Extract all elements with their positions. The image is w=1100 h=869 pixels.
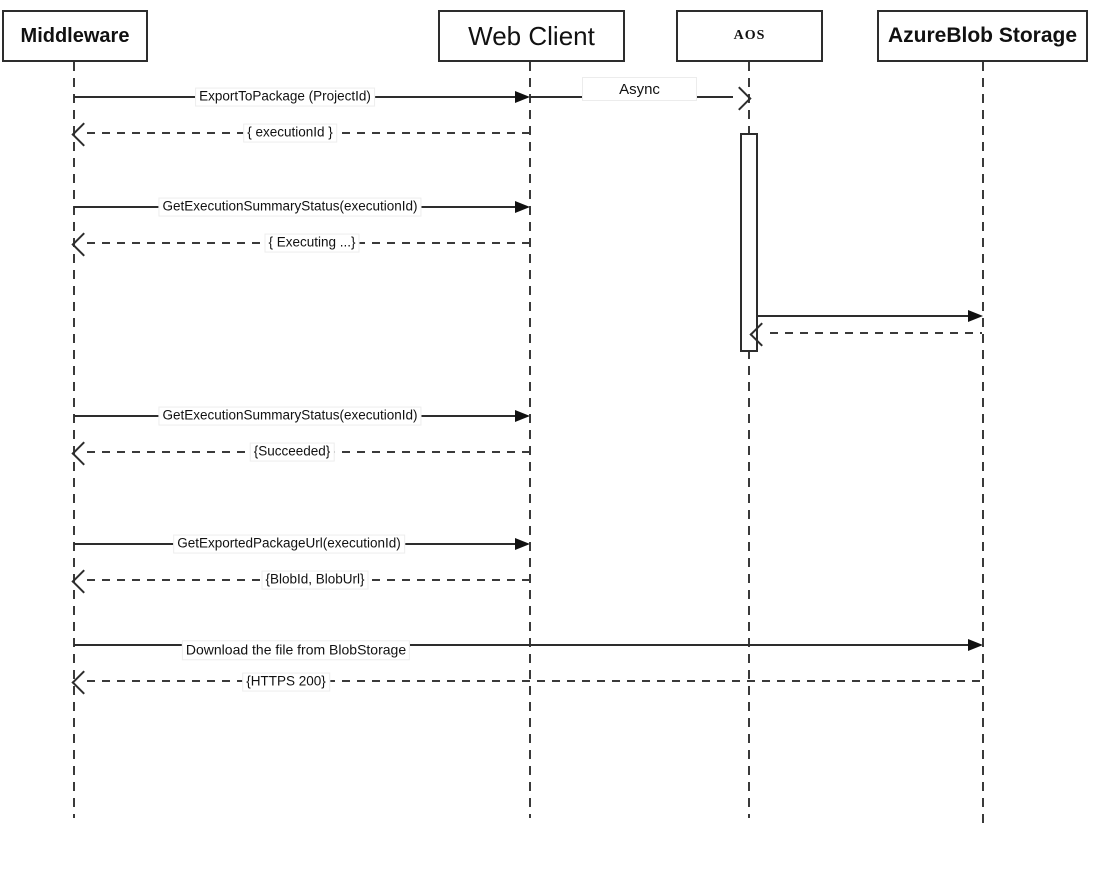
- lifeline-aos: [748, 62, 750, 818]
- message-label-export-to-package: ExportToPackage (ProjectId): [195, 87, 375, 107]
- arrowhead-succeeded: [71, 441, 96, 466]
- arrowhead-https-200: [71, 670, 96, 695]
- actor-label-aos: AOS: [733, 28, 766, 43]
- arrowhead-aos-to-blob: [968, 310, 983, 322]
- arrowhead-export-to-package: [515, 91, 530, 103]
- return-label-https-200: {HTTPS 200}: [242, 672, 330, 692]
- arrowhead-get-execution-summary-status-1: [515, 201, 530, 213]
- arrowhead-executing: [71, 232, 96, 257]
- activation-bar-aos: [740, 133, 758, 352]
- message-label-get-exported-package-url: GetExportedPackageUrl(executionId): [173, 534, 405, 554]
- return-line-blob-to-aos: [770, 332, 982, 334]
- lifeline-web-client: [529, 62, 531, 818]
- return-label-succeeded: {Succeeded}: [249, 442, 335, 462]
- return-label-execution-id: { executionId }: [243, 123, 337, 143]
- actor-box-aos: AOS: [676, 10, 823, 62]
- arrowhead-download-file: [968, 639, 983, 651]
- lifeline-middleware: [73, 62, 75, 818]
- message-label-get-execution-summary-status-2: GetExecutionSummaryStatus(executionId): [158, 406, 422, 426]
- arrowhead-get-exported-package-url: [515, 538, 530, 550]
- return-label-executing: { Executing ...}: [264, 233, 360, 253]
- actor-label-azure-blob-storage: AzureBlob Storage: [887, 24, 1078, 47]
- actor-box-azure-blob-storage: AzureBlob Storage: [877, 10, 1088, 62]
- actor-box-middleware: Middleware: [2, 10, 148, 62]
- actor-label-middleware: Middleware: [20, 24, 130, 47]
- arrowhead-blobid-bloburl: [71, 569, 96, 594]
- return-label-blobid-bloburl: {BlobId, BlobUrl}: [261, 570, 369, 590]
- arrowhead-execution-id: [71, 122, 96, 147]
- message-label-async: Async: [582, 77, 697, 101]
- message-line-download-file: [74, 644, 970, 646]
- message-label-download-file: Download the file from BlobStorage: [181, 640, 411, 660]
- arrowhead-get-execution-summary-status-2: [515, 410, 530, 422]
- return-line-https-200: [87, 680, 983, 682]
- actor-label-web-client: Web Client: [468, 20, 595, 51]
- actor-box-web-client: Web Client: [438, 10, 625, 62]
- lifeline-azure-blob-storage: [982, 62, 984, 830]
- message-line-aos-to-blob: [757, 315, 969, 317]
- message-label-get-execution-summary-status-1: GetExecutionSummaryStatus(executionId): [158, 197, 422, 217]
